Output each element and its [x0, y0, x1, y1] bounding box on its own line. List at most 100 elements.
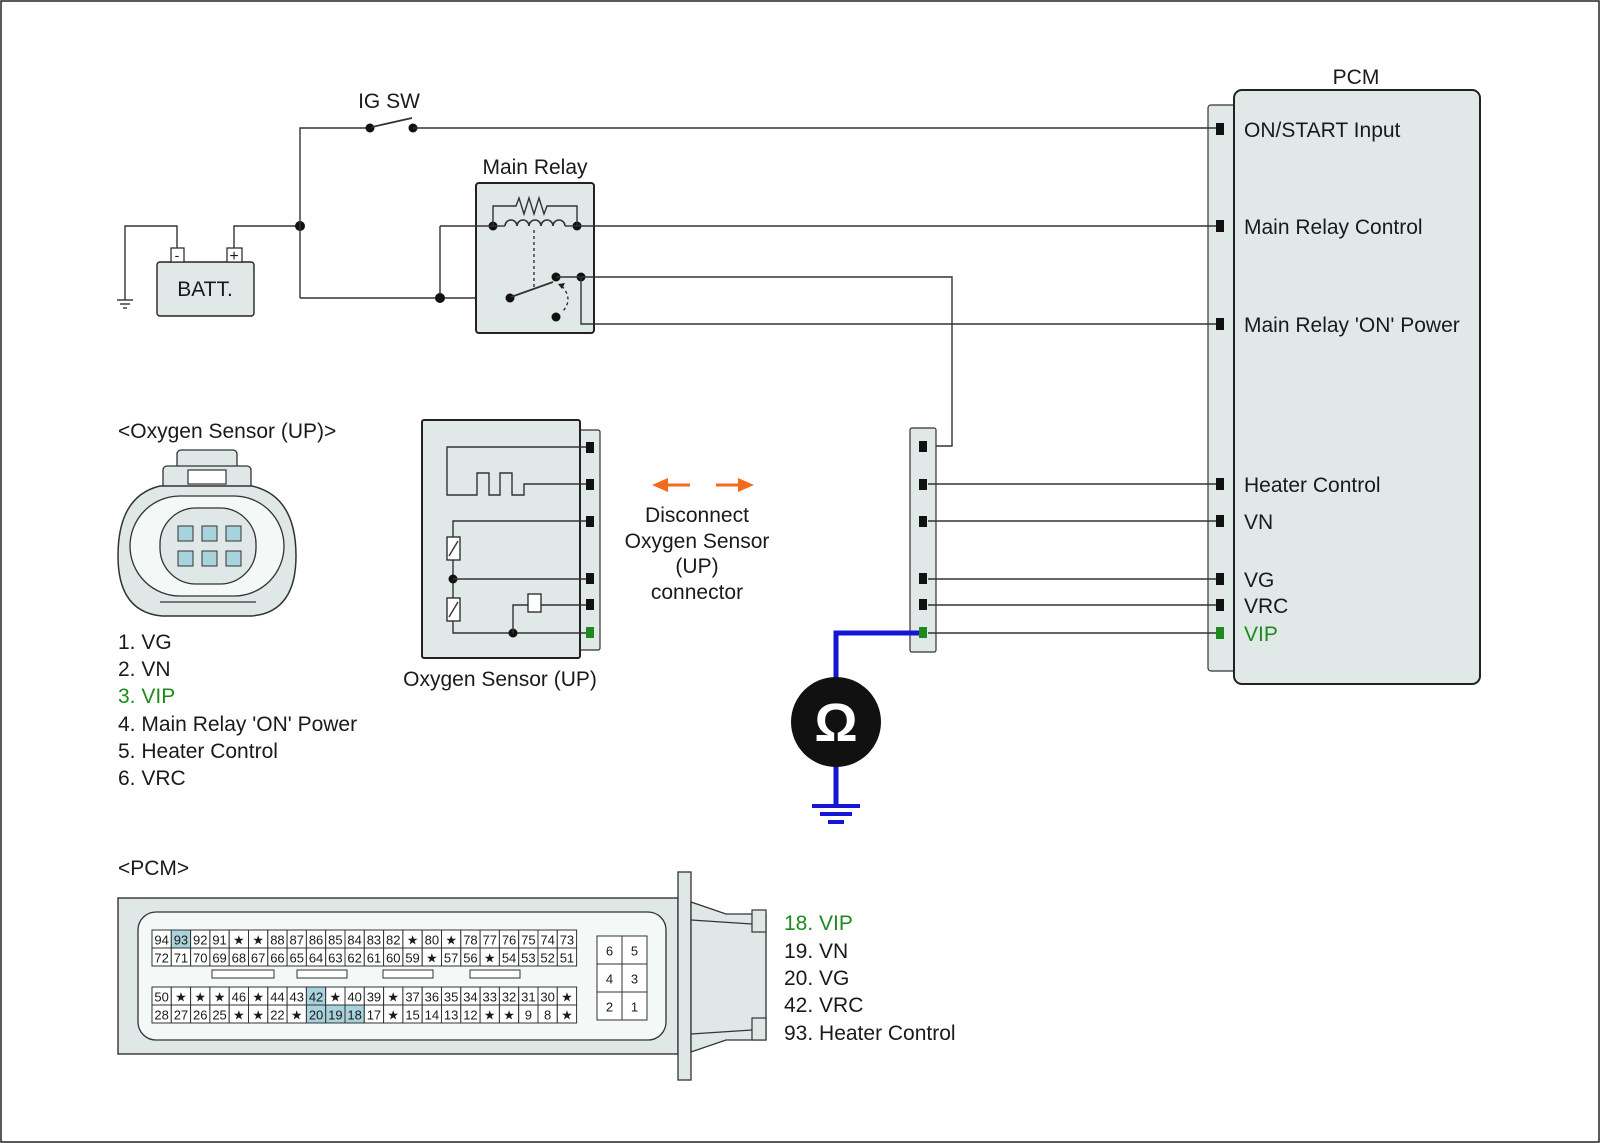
pcm-pin-number: 60: [386, 951, 400, 966]
pcm-small-pin-number: 1: [631, 1000, 638, 1015]
oxygen-sensor-connector: <Oxygen Sensor (UP)> 1. VG 2. VN 3. VIP …: [117, 420, 357, 790]
pcm-pin-number: 33: [483, 990, 497, 1005]
pcm-pin-vn: VN: [1244, 511, 1273, 534]
pcm-key-slot: [382, 969, 434, 979]
sensor-pin-3: 3. VIP: [118, 685, 175, 708]
pcm-pin-number: ★: [484, 1008, 496, 1023]
battery-label: BATT.: [177, 278, 233, 301]
sensor-harness-connector: [909, 427, 1216, 653]
sensor-label: Oxygen Sensor (UP): [403, 668, 597, 691]
pcm-pin-number: 57: [444, 951, 458, 966]
pcm-pin-number: 64: [309, 951, 323, 966]
pcm-pin-number: 78: [463, 933, 477, 948]
pcm-pin-number: 46: [232, 990, 246, 1005]
pcm-legend-93: 93. Heater Control: [784, 1022, 956, 1045]
pcm-pin-main-relay-control: Main Relay Control: [1244, 216, 1423, 239]
pcm-legend-18: 18. VIP: [784, 912, 853, 935]
pcm-pin-number: ★: [445, 933, 457, 948]
pcm-pin-number: 70: [193, 951, 207, 966]
battery-minus-label: -: [175, 247, 180, 263]
pcm-pin-number: ★: [194, 990, 206, 1005]
pcm-small-pin-number: 2: [606, 1000, 613, 1015]
pcm-pin-number: ★: [561, 990, 573, 1005]
pcm-pin-number: 12: [463, 1008, 477, 1023]
instruction: Disconnect Oxygen Sensor (UP) connector: [625, 478, 770, 604]
pcm-pin-number: 26: [193, 1008, 207, 1023]
pcm-legend-19: 19. VN: [784, 940, 848, 963]
pcm-pin-main-relay-on-power: Main Relay 'ON' Power: [1244, 314, 1460, 337]
pcm-pin-number: 91: [212, 933, 226, 948]
pcm-pin-number: 34: [463, 990, 477, 1005]
pcm-terminal-main-relay-on-power: [1216, 318, 1224, 330]
pcm-pin-number: 19: [328, 1008, 342, 1023]
pcm-module: PCM ON/START Input Main Relay Control Ma…: [1207, 66, 1481, 685]
pcm-terminal-vn: [1216, 515, 1224, 527]
pcm-pin-number: 18: [347, 1008, 361, 1023]
pcm-pin-number: 74: [540, 933, 554, 948]
main-relay-label: Main Relay: [482, 156, 588, 179]
pcm-pin-number: 75: [521, 933, 535, 948]
pcm-pin-number: ★: [252, 990, 264, 1005]
pcm-pin-number: 72: [154, 951, 168, 966]
pcm-pin-number: 92: [193, 933, 207, 948]
pcm-pin-number: 71: [174, 951, 188, 966]
pcm-pin-number: ★: [175, 990, 187, 1005]
pcm-box: [1233, 89, 1481, 685]
sensor-connector-title: <Oxygen Sensor (UP)>: [118, 420, 336, 443]
pcm-pin-number: 65: [290, 951, 304, 966]
main-relay: [475, 182, 595, 334]
pcm-pin-number: 66: [270, 951, 284, 966]
pcm-pin-number: 44: [270, 990, 284, 1005]
pcm-small-pin-number: 3: [631, 972, 638, 987]
pcm-pin-number: 86: [309, 933, 323, 948]
pcm-pin-number: 82: [386, 933, 400, 948]
pcm-pin-number: 54: [502, 951, 516, 966]
pcm-pin-number: 93: [174, 933, 188, 948]
pcm-pin-number: ★: [291, 1008, 303, 1023]
pcm-pin-number: 31: [521, 990, 535, 1005]
pcm-small-pin-number: 4: [606, 972, 613, 987]
pcm-pin-number: ★: [503, 1008, 515, 1023]
oxygen-sensor-schematic: Oxygen Sensor (UP): [403, 419, 601, 691]
pcm-pin-number: 84: [347, 933, 361, 948]
pcm-pin-number: 30: [540, 990, 554, 1005]
pcm-pin-vrc: VRC: [1244, 595, 1288, 618]
pcm-pin-number: ★: [330, 990, 342, 1005]
pcm-pin-number: 85: [328, 933, 342, 948]
pcm-connector-title: <PCM>: [118, 857, 189, 880]
sensor-pin-6: 6. VRC: [118, 767, 186, 790]
pcm-small-pin-cell: [596, 963, 623, 993]
pcm-pin-vg: VG: [1244, 569, 1274, 592]
pcm-legend-20: 20. VG: [784, 967, 849, 990]
pcm-small-pin-cell: [621, 991, 648, 1021]
pcm-pin-number: 37: [405, 990, 419, 1005]
pcm-pin-number: 67: [251, 951, 265, 966]
pcm-small-pin-number: 6: [606, 944, 613, 959]
pcm-pin-number: 51: [560, 951, 574, 966]
instruction-line-2: Oxygen Sensor: [625, 530, 770, 553]
pcm-pin-number: 87: [290, 933, 304, 948]
pcm-pin-number: 76: [502, 933, 516, 948]
sensor-pin-4: 4. Main Relay 'ON' Power: [118, 713, 357, 736]
pcm-pin-number: 50: [154, 990, 168, 1005]
pcm-pin-number: 15: [405, 1008, 419, 1023]
pcm-pin-number: ★: [233, 1008, 245, 1023]
power-circuit: BATT. - + IG SW Main Relay: [117, 90, 1216, 447]
relay-switch-blade: [510, 281, 554, 298]
pcm-pin-number: 25: [212, 1008, 226, 1023]
sensor-pin-2: 2. VN: [118, 658, 171, 681]
battery: [156, 261, 255, 317]
instruction-line-1: Disconnect: [645, 504, 749, 527]
pcm-pin-number: 77: [483, 933, 497, 948]
pcm-key-slot: [469, 969, 521, 979]
arrow-left-icon: [652, 478, 668, 492]
pcm-small-pin-cell: [596, 991, 623, 1021]
pcm-pin-number: 27: [174, 1008, 188, 1023]
sensor-pin-1: 1. VG: [118, 631, 172, 654]
pcm-pin-number: 32: [502, 990, 516, 1005]
pcm-pin-number: 61: [367, 951, 381, 966]
pcm-pin-number: ★: [214, 990, 226, 1005]
